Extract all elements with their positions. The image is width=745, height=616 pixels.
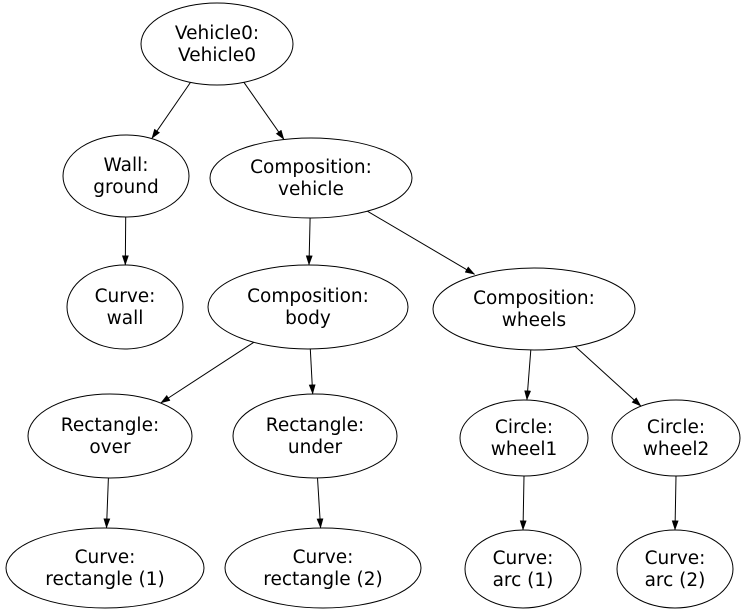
node-rectangle-over-label-line1: Rectangle:: [61, 415, 159, 436]
node-curve-wall-label-line2: wall: [107, 308, 144, 329]
node-rectangle-under: Rectangle: under: [232, 393, 398, 479]
node-curve-rectangle-1-label-line1: Curve:: [75, 547, 136, 568]
node-circle-wheel2-label-line1: Circle:: [647, 417, 705, 438]
node-circle-wheel1-label-line1: Circle:: [495, 417, 553, 438]
node-composition-vehicle-label-line1: Composition:: [250, 157, 372, 178]
node-composition-wheels-label-line2: wheels: [502, 310, 566, 331]
node-curve-arc-2: Curve: arc (2): [616, 529, 734, 609]
node-composition-body: Composition: body: [207, 264, 409, 350]
node-composition-wheels-label-line1: Composition:: [473, 288, 595, 309]
node-vehicle0-ellipse: [140, 2, 294, 86]
node-circle-wheel2-ellipse: [611, 399, 741, 477]
node-composition-body-label-line1: Composition:: [247, 286, 369, 307]
node-curve-rectangle-2: Curve: rectangle (2): [224, 527, 422, 609]
node-rectangle-under-label-line1: Rectangle:: [266, 415, 364, 436]
edge-composition-body-to-rectangle-under: [308, 348, 316, 395]
node-composition-wheels: Composition: wheels: [432, 267, 636, 351]
edge-circle-wheel2-to-curve-arc-2: [671, 475, 679, 531]
node-curve-rectangle-2-ellipse: [224, 527, 422, 609]
edge-composition-wheels-to-circle-wheel2: [574, 346, 642, 407]
node-composition-wheels-ellipse: [432, 267, 636, 351]
node-rectangle-over-ellipse: [27, 393, 193, 479]
node-circle-wheel1: Circle: wheel1: [459, 399, 589, 477]
node-circle-wheel2-label-line2: wheel2: [643, 439, 710, 460]
edge-composition-vehicle-to-composition-wheels: [367, 210, 476, 275]
node-rectangle-over: Rectangle: over: [27, 393, 193, 479]
node-curve-arc-2-ellipse: [616, 529, 734, 609]
node-composition-body-label-line2: body: [285, 308, 331, 329]
node-curve-rectangle-2-label-line1: Curve:: [293, 547, 354, 568]
node-rectangle-over-label-line2: over: [89, 437, 131, 458]
node-curve-rectangle-1-label-line2: rectangle (1): [45, 569, 164, 590]
edge-composition-wheels-to-circle-wheel1: [524, 349, 532, 401]
node-curve-wall-ellipse: [66, 264, 184, 350]
node-circle-wheel2: Circle: wheel2: [611, 399, 741, 477]
node-composition-vehicle: Composition: vehicle: [209, 137, 413, 219]
node-curve-wall: Curve: wall: [66, 264, 184, 350]
node-wall-ground-label-line2: ground: [93, 177, 158, 198]
node-curve-rectangle-2-label-line2: rectangle (2): [263, 569, 382, 590]
edge-vehicle0-to-composition-vehicle: [243, 82, 285, 140]
node-curve-wall-label-line1: Curve:: [95, 286, 156, 307]
edge-composition-body-to-rectangle-over: [160, 341, 255, 404]
node-curve-arc-1-label-line1: Curve:: [493, 548, 554, 569]
node-curve-arc-1-ellipse: [464, 529, 582, 609]
node-wall-ground-ellipse: [62, 134, 190, 218]
edge-rectangle-over-to-curve-rectangle-1: [103, 477, 111, 529]
node-circle-wheel1-label-line2: wheel1: [491, 439, 558, 460]
node-curve-rectangle-1: Curve: rectangle (1): [5, 527, 205, 609]
node-curve-arc-1: Curve: arc (1): [464, 529, 582, 609]
node-composition-vehicle-label-line2: vehicle: [278, 179, 344, 200]
node-curve-arc-2-label-line1: Curve:: [645, 548, 706, 569]
edge-rectangle-under-to-curve-rectangle-2: [316, 477, 324, 529]
edge-vehicle0-to-wall-ground: [151, 82, 191, 139]
edge-circle-wheel1-to-curve-arc-1: [519, 475, 527, 531]
node-curve-rectangle-1-ellipse: [5, 527, 205, 609]
node-rectangle-under-ellipse: [232, 393, 398, 479]
node-rectangle-under-label-line2: under: [288, 437, 343, 458]
node-wall-ground-label-line1: Wall:: [104, 155, 149, 176]
node-vehicle0-label-line2: Vehicle0: [178, 45, 256, 66]
node-composition-body-ellipse: [207, 264, 409, 350]
node-vehicle0-label-line1: Vehicle0:: [175, 23, 259, 44]
node-composition-vehicle-ellipse: [209, 137, 413, 219]
node-vehicle0: Vehicle0: Vehicle0: [140, 2, 294, 86]
node-curve-arc-2-label-line2: arc (2): [645, 570, 706, 591]
node-circle-wheel1-ellipse: [459, 399, 589, 477]
node-curve-arc-1-label-line2: arc (1): [493, 570, 554, 591]
node-wall-ground: Wall: ground: [62, 134, 190, 218]
edge-composition-vehicle-to-composition-body: [305, 217, 313, 266]
